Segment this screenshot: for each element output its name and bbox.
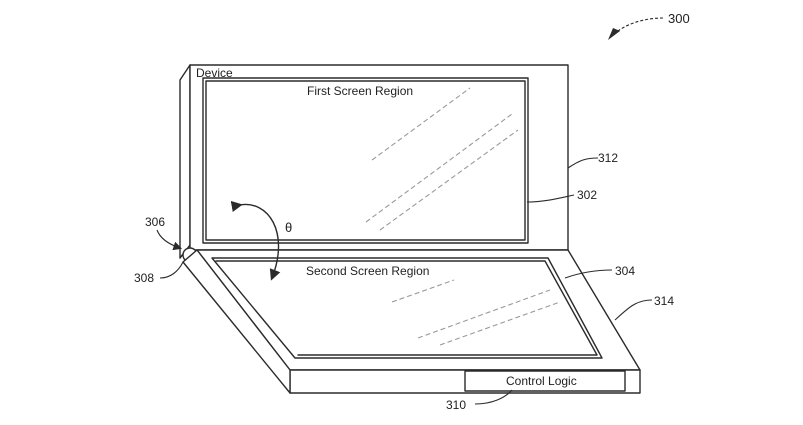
angle-arc-arrow <box>230 200 281 281</box>
callout-302: 302 <box>526 188 597 203</box>
numeral-314: 314 <box>654 294 674 308</box>
numeral-306: 306 <box>145 215 165 229</box>
device-label: Device <box>196 66 233 80</box>
first-screen-inner-edge <box>205 80 526 241</box>
second-housing-side <box>182 249 291 394</box>
angle-symbol: θ <box>285 220 292 235</box>
first-screen-glare <box>365 87 519 231</box>
second-screen-label: Second Screen Region <box>306 264 429 278</box>
first-screen-region <box>202 77 529 244</box>
callout-306: 306 <box>145 215 183 251</box>
figure-reference-arrow <box>608 28 620 40</box>
callout-312: 312 <box>567 151 618 169</box>
numeral-304: 304 <box>615 264 635 278</box>
numeral-310: 310 <box>446 398 466 412</box>
angle-indicator: θ <box>230 200 292 281</box>
control-logic-label: Control Logic <box>506 374 577 388</box>
numeral-308: 308 <box>134 271 154 285</box>
figure-reference-leader <box>613 17 664 35</box>
first-housing-side <box>179 64 191 259</box>
control-logic-block <box>464 370 626 392</box>
numeral-302: 302 <box>577 188 597 202</box>
second-screen-region <box>211 257 603 359</box>
callout-314: 314 <box>614 294 674 321</box>
second-screen-inner-edge <box>215 260 598 356</box>
callout-310: 310 <box>446 389 513 412</box>
second-screen-glare <box>391 279 561 346</box>
callout-308: 308 <box>134 261 184 285</box>
numeral-312: 312 <box>598 151 618 165</box>
callout-304: 304 <box>564 264 635 279</box>
figure-reference: 300 <box>608 11 690 40</box>
first-screen-label: First Screen Region <box>307 84 413 98</box>
first-housing: Device First Screen Region <box>179 64 569 259</box>
second-housing: Second Screen Region Control Logic <box>182 249 641 394</box>
figure-number: 300 <box>668 11 690 26</box>
